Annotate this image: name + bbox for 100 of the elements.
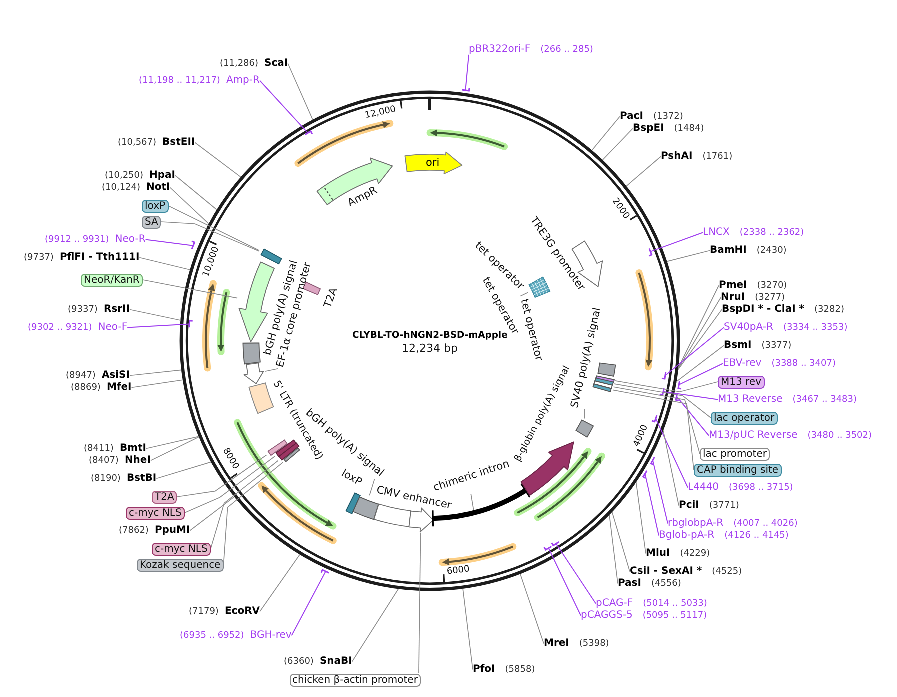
feature-tag: NeoR/KanR [81,274,143,286]
leader-line [139,257,191,270]
primer-label: (11,198 .. 11,217) Amp-R [139,75,260,86]
primer-label: L4440 (3698 .. 3715) [688,482,794,494]
leader-line [223,462,284,566]
leader-line [146,436,200,450]
enzyme-site-label: MluI (4229) [646,548,710,560]
leader-line [352,588,400,662]
leader-line [636,482,646,554]
leader-line [168,206,260,252]
primer-label: (6935 .. 6952) BGH-rev [180,630,292,642]
scale-label: 12,000 [364,105,398,122]
leader-line [130,370,182,376]
scale-label: 6000 [446,564,471,578]
leader-line [556,543,596,604]
feature-box [266,438,288,457]
feature-box [344,492,362,516]
leader-line [184,456,276,514]
primer-label: M13 Reverse (3467 .. 3483) [718,394,858,406]
feature-tag: Kozak sequence [137,558,224,572]
feature-segment [242,362,266,386]
feature-tag: M13 rev [718,376,764,388]
leader-line [465,54,470,92]
leader-line [676,345,724,382]
feature-box [574,418,594,438]
enzyme-site-label: BspEI (1484) [633,123,704,134]
feature-box [592,383,613,394]
primer-label: pCAG-F (5014 .. 5033) [596,598,708,610]
feature-segment [408,506,434,533]
leader-line [470,494,474,512]
leader-line [650,232,704,252]
enzyme-site-label: (10,567) BstEII [118,137,196,148]
feature-box [596,362,617,378]
leader-line [609,514,618,584]
enzyme-site-label: (9337) RsrII [68,304,130,316]
leader-line [170,187,210,224]
leader-line [291,571,326,636]
leader-line [260,554,301,612]
leader-line [666,250,710,262]
leader-line [288,63,314,120]
leader-line [662,430,680,506]
feature-tag: chicken β-actin promoter [290,674,421,686]
leader-line [176,454,268,498]
feature-tag: lac operator [711,412,778,424]
leader-line [664,327,724,376]
leader-line [614,380,718,392]
leader-line [130,309,182,321]
enzyme-site-label: (7179) EcoRV [189,606,260,618]
primer-label: Bglob-pA-R (4126 .. 4145) [659,530,789,542]
enzyme-site-label: BspDI * - ClaI * (3282) [722,304,844,316]
primer-label: SV40pA-R (3334 .. 3353) [724,322,848,334]
scale-label: 4000 [632,423,652,449]
leader-line [614,384,712,418]
feature-label: tet operator [518,298,545,362]
feature-box [352,496,380,521]
feature-tag: T2A [152,490,178,504]
leader-line [626,156,662,187]
leader-line [612,390,694,470]
leader-line [602,128,634,161]
enzyme-site-label: PshAI (1761) [661,151,733,162]
leader-line [259,80,309,134]
feature-tag: SA [142,216,162,228]
enzyme-site-label: (8190) BstBI [91,473,157,484]
leader-line [142,280,238,299]
leader-line [678,285,720,368]
leader-line [418,532,422,674]
feature-box [248,382,275,416]
leader-line [520,292,528,297]
leader-line [520,574,544,644]
leader-line [676,396,710,436]
leader-line [612,512,630,572]
feature-tag: c-myc NLS [152,542,211,556]
feature-box [242,342,262,365]
feature-box [528,276,552,299]
enzyme-site-label: BamHI (2430) [710,245,787,256]
leader-line [127,324,190,328]
leader-line [613,386,700,454]
enzyme-site-label: NruI (3277) [721,292,786,304]
enzyme-site-label: (10,124) NotI [102,182,170,194]
feature-label: ori [426,156,440,170]
enzyme-site-label: (7862) PpuMI [119,525,190,536]
primer-label: EBV-rev (3388 .. 3407) [723,358,836,370]
feature-segment [404,150,464,175]
enzyme-site-label: (11,286) ScaI [220,58,288,70]
leader-line [584,408,586,420]
primer-label: (9912 .. 9931) Neo-R [45,234,146,246]
leader-line [548,548,582,616]
leader-line [156,462,212,480]
primer-label: LNCX (2338 .. 2362) [703,227,804,238]
enzyme-site-label: (9737) PflFI - Tth111I [24,252,140,264]
leader-line [652,460,668,524]
leader-line [210,460,279,550]
leader-line [678,297,722,370]
enzyme-site-label: (8411) BmtI [84,443,146,454]
enzyme-site-label: PfoI (5858) [473,664,536,676]
leader-line [190,496,236,532]
leader-line [678,363,724,386]
enzyme-site-label: CsiI - SexAI * (4525) [630,566,742,578]
enzyme-site-label: MreI (5398) [544,638,610,650]
primer-label: M13/pUC Reverse (3480 .. 3502) [709,430,872,442]
